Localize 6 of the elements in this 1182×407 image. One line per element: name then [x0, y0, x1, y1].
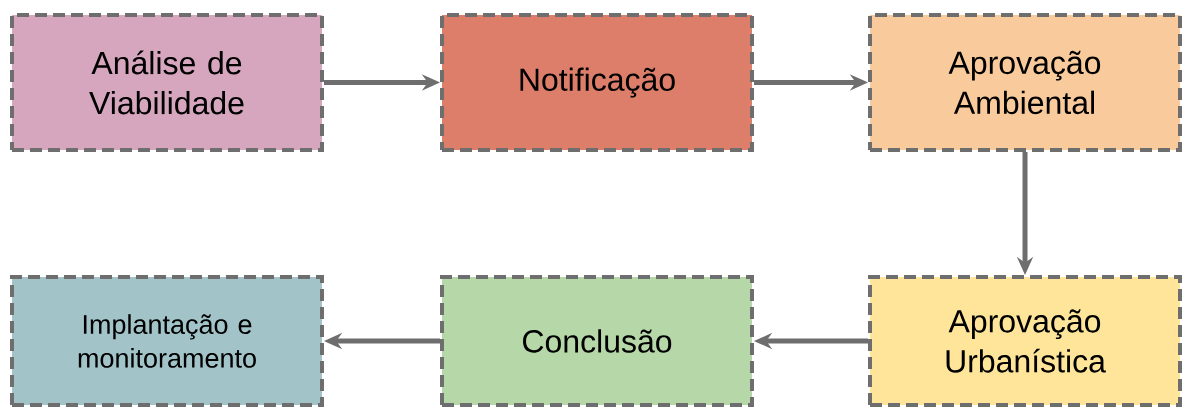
process-box: Aprovação Urbanística	[868, 275, 1182, 407]
process-box: Conclusão	[440, 275, 754, 407]
process-box: Notificação	[440, 13, 754, 152]
process-box: Implantação e monitoramento	[10, 275, 324, 407]
process-box: Análise de Viabilidade	[10, 13, 324, 152]
process-box: Aprovação Ambiental	[868, 13, 1182, 152]
